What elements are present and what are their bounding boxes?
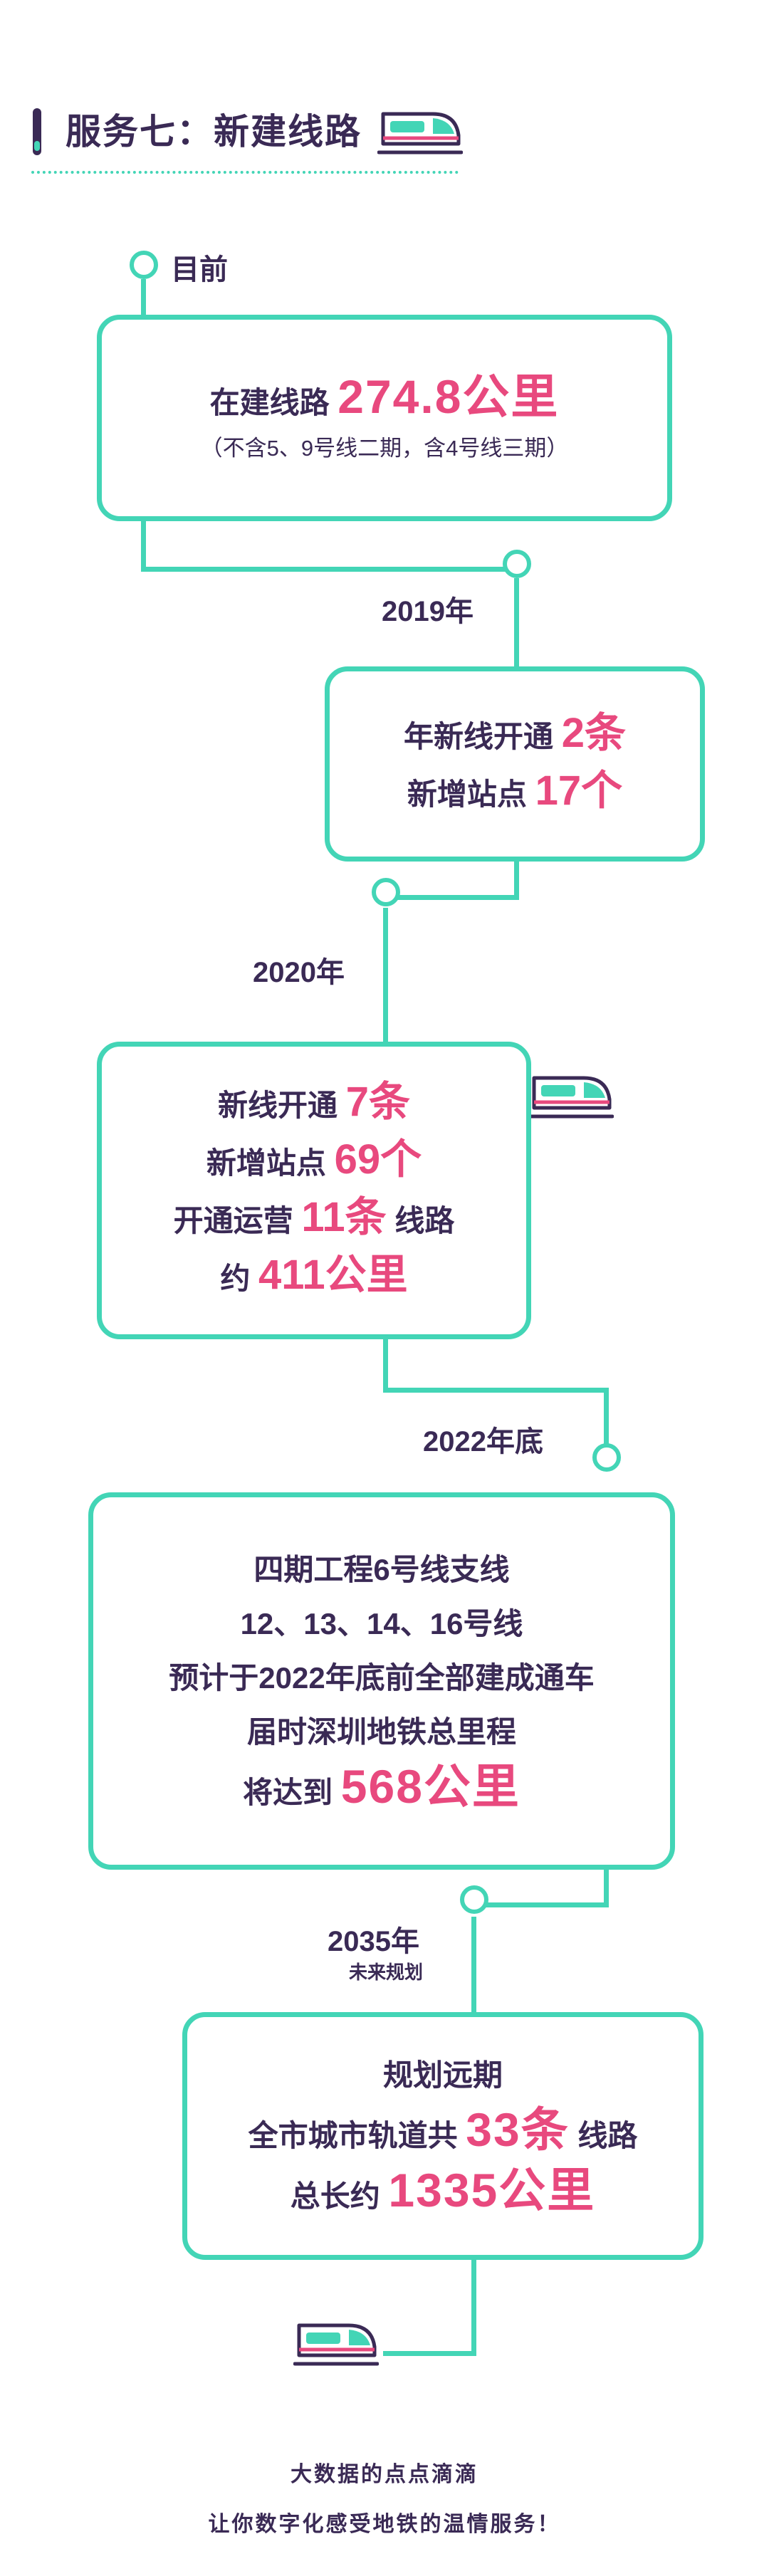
highlight-value: 17个 xyxy=(535,768,623,814)
header-underline xyxy=(31,171,459,174)
timeline-line xyxy=(514,578,519,672)
card-line: 规划远期 xyxy=(382,2058,503,2092)
milestone-card-2019: 年新线开通 2条 新增站点 17个 xyxy=(325,666,705,862)
card-line: 全市城市轨道共 33条 线路 xyxy=(248,2103,638,2156)
card-line: 预计于2022年底前全部建成通车 xyxy=(169,1660,595,1695)
card-line: 新增站点 17个 xyxy=(407,768,623,814)
highlight-value: 568公里 xyxy=(340,1759,520,1813)
timeline-line xyxy=(141,279,146,320)
timeline-dot xyxy=(592,1443,621,1472)
timeline-line xyxy=(383,1388,609,1393)
milestone-card-2020: 新线开通 7条 新增站点 69个 开通运营 11条 线路 约 411公里 xyxy=(97,1042,531,1339)
timeline-dot xyxy=(460,1885,488,1914)
card-line: 年新线开通 2条 xyxy=(404,710,626,756)
card-line: 12、13、14、16号线 xyxy=(240,1606,523,1640)
highlight-value: 411公里 xyxy=(258,1252,408,1298)
timeline-line xyxy=(471,1917,476,2018)
highlight-value: 11条 xyxy=(301,1194,387,1240)
highlight-value: 33条 xyxy=(466,2103,570,2156)
timeline-line xyxy=(141,567,518,572)
card-line: 四期工程6号线支线 xyxy=(253,1552,510,1586)
timeline-label: 2035年 xyxy=(328,1926,419,1957)
timeline-dot xyxy=(130,251,158,279)
timeline-label: 2020年 xyxy=(253,957,345,988)
card-note: （不含5、9号线二期，含4号线三期） xyxy=(200,435,569,461)
train-icon xyxy=(377,112,463,155)
timeline-label: 2022年底 xyxy=(423,1426,543,1457)
timeline-line xyxy=(383,2351,476,2356)
timeline-line xyxy=(471,2256,476,2355)
footer-line-1: 大数据的点点滴滴 xyxy=(291,2463,478,2486)
timeline-dot xyxy=(503,550,531,578)
timeline-line xyxy=(471,1902,609,1907)
card-line: 新增站点 69个 xyxy=(206,1136,422,1183)
timeline-line xyxy=(383,908,388,1047)
train-icon xyxy=(293,2323,379,2366)
highlight-value: 1335公里 xyxy=(388,2164,596,2216)
highlight-value: 2条 xyxy=(561,710,626,756)
timeline-line xyxy=(514,857,519,899)
highlight-value: 274.8公里 xyxy=(338,370,560,423)
timeline-line xyxy=(141,515,146,570)
timeline-line xyxy=(604,1388,609,1457)
timeline-label: 2019年 xyxy=(382,596,474,627)
milestone-card-2035: 规划远期 全市城市轨道共 33条 线路 总长约 1335公里 xyxy=(182,2012,703,2260)
card-line: 在建线路 274.8公里 xyxy=(209,370,560,423)
footer-line-2: 让你数字化感受地铁的温情服务！ xyxy=(208,2513,561,2536)
timeline-dot xyxy=(372,878,400,906)
milestone-card-current: 在建线路 274.8公里 （不含5、9号线二期，含4号线三期） xyxy=(97,315,672,521)
header-accent-bar xyxy=(33,108,41,155)
timeline-line xyxy=(383,1334,388,1392)
timeline-label: 目前 xyxy=(171,254,228,286)
card-line: 总长约 1335公里 xyxy=(290,2164,596,2216)
highlight-value: 69个 xyxy=(334,1136,422,1183)
card-line: 届时深圳地铁总里程 xyxy=(246,1714,516,1749)
milestone-card-2022: 四期工程6号线支线 12、13、14、16号线 预计于2022年底前全部建成通车… xyxy=(88,1492,675,1870)
timeline-sublabel: 未来规划 xyxy=(349,1962,424,1983)
card-line: 将达到 568公里 xyxy=(243,1759,520,1813)
page-title: 服务七：新建线路 xyxy=(66,112,362,152)
timeline-line xyxy=(604,1865,609,1907)
highlight-value: 7条 xyxy=(345,1079,410,1125)
train-icon xyxy=(528,1076,614,1119)
card-line: 约 411公里 xyxy=(220,1252,408,1298)
card-line: 新线开通 7条 xyxy=(218,1079,410,1125)
timeline-line xyxy=(383,895,519,900)
card-line: 开通运营 11条 线路 xyxy=(173,1194,455,1240)
